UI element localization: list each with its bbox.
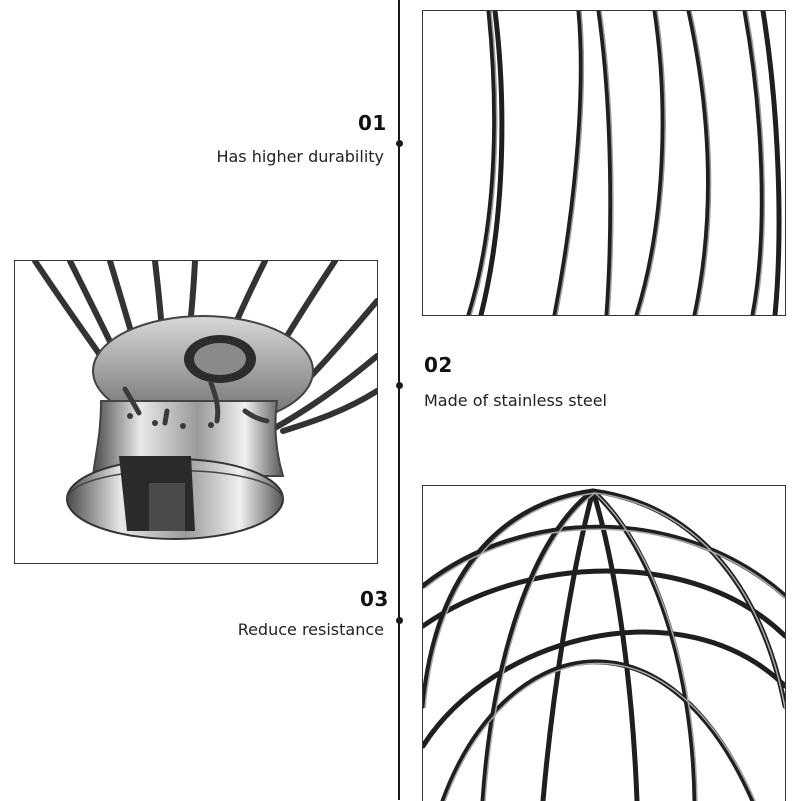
timeline-dot-01 xyxy=(396,140,403,147)
timeline-dot-02 xyxy=(396,382,403,389)
feature-text-03: Reduce resistance xyxy=(237,620,384,639)
wire-closeup-illustration xyxy=(466,11,782,315)
whisk-base-illustration xyxy=(32,261,377,540)
timeline-dot-03 xyxy=(396,617,403,624)
feature-text-01: Has higher durability xyxy=(216,147,384,166)
whisk-top-illustration xyxy=(423,488,785,801)
feature-number-02: 02 xyxy=(424,353,453,377)
wire-closeup-photo xyxy=(422,10,786,316)
whisk-base-photo xyxy=(14,260,378,564)
feature-number-03: 03 xyxy=(360,587,389,611)
timeline-line xyxy=(398,0,400,800)
feature-text-02: Made of stainless steel xyxy=(424,391,607,410)
whisk-top-photo xyxy=(422,485,786,801)
feature-number-01: 01 xyxy=(358,111,387,135)
